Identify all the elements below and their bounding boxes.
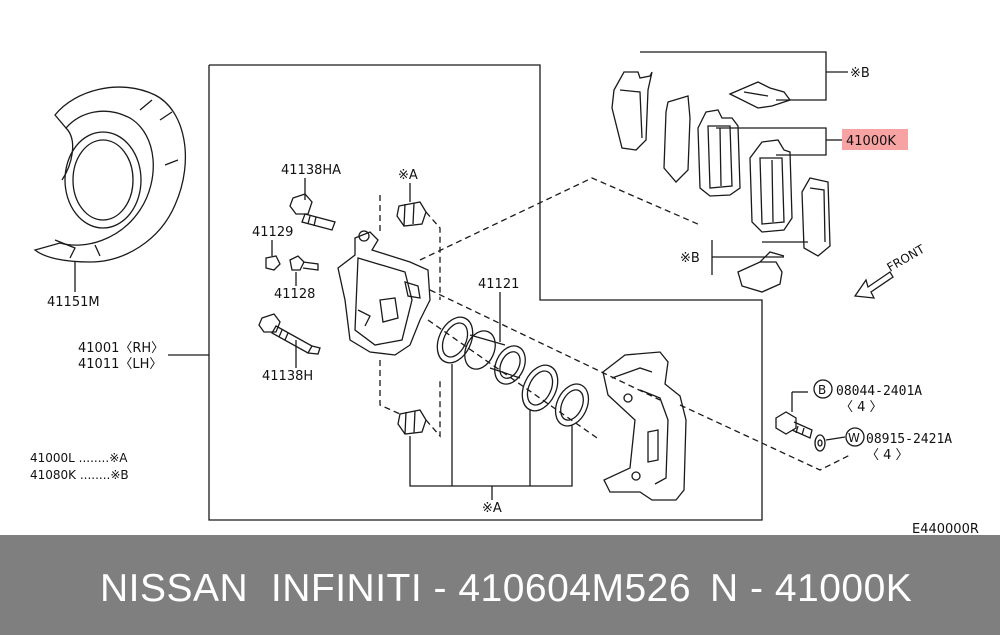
caliper-body [337,230,431,356]
legend-a: 41000L ........※A [30,451,128,465]
guide-pin-lower [258,313,321,355]
washer-w-circle-icon [845,427,865,447]
retaining-ring [554,383,590,427]
front-arrow-icon [853,271,894,299]
label-41001-rh: 41001〈RH〉 [78,341,164,356]
label-41011-lh: 41011〈LH〉 [78,357,162,372]
pad-clip-bottom [737,251,785,293]
boot-lower [397,409,427,435]
footer-part-number: NISSAN INFINITI - 410604M526 [100,567,692,610]
label-bolt-code: 08044-2401A [836,384,922,399]
mark-a-top: ※A [398,168,418,183]
bleeder-cap [265,255,281,271]
outer-shim [611,71,653,151]
outer-pad-backing [663,95,691,183]
pad-clip-top [728,81,792,109]
diagram-canvas: 41151M 41001〈RH〉 41011〈LH〉 41138HA 41129… [30,51,979,537]
washer-w-prefix: W [848,431,860,445]
label-41138ha: 41138HA [281,163,341,178]
label-bolt-qty: 〈 4 〉 [840,400,883,415]
mount-bolt [775,411,813,439]
label-41151m: 41151M [47,295,100,310]
torque-member [602,351,687,501]
label-washer-code: 08915-2421A [866,432,952,447]
bolt-b-prefix: B [818,383,826,397]
boot-upper [396,201,427,227]
mark-a-bottom: ※A [482,501,502,516]
label-41128: 41128 [274,287,315,302]
label-41129: 41129 [252,225,293,240]
label-washer-qty: 〈 4 〉 [866,448,909,463]
dust-shield [33,86,187,292]
inner-shim [801,177,831,257]
washer [814,434,826,452]
piston [464,330,526,385]
brake-pad-outer [697,109,741,197]
label-front: FRONT [885,242,928,275]
piston-boot [521,364,559,412]
footer-bar: NISSAN INFINITI - 410604M526 N - 41000K [0,535,1000,635]
bleeder-screw [289,255,319,271]
guide-pin-upper [289,193,336,231]
parts-diagram: 41151M 41001〈RH〉 41011〈LH〉 41138HA 41129… [30,51,979,537]
brake-pad-inner [749,139,793,233]
legend-b: 41080K ........※B [30,468,129,482]
assembly-frame [208,64,763,521]
mark-b-top: ※B [850,66,870,81]
figure-code: E440000R [912,522,979,535]
mark-b-mid: ※B [680,251,700,266]
label-41000k-highlight[interactable]: 41000K [846,134,896,149]
footer-oem-number: N - 41000K [710,567,913,610]
piston-seal [436,316,474,364]
label-41121: 41121 [478,277,519,292]
highlight-box [842,129,908,150]
bolt-b-circle-icon [813,379,833,399]
label-41138h: 41138H [262,369,313,384]
